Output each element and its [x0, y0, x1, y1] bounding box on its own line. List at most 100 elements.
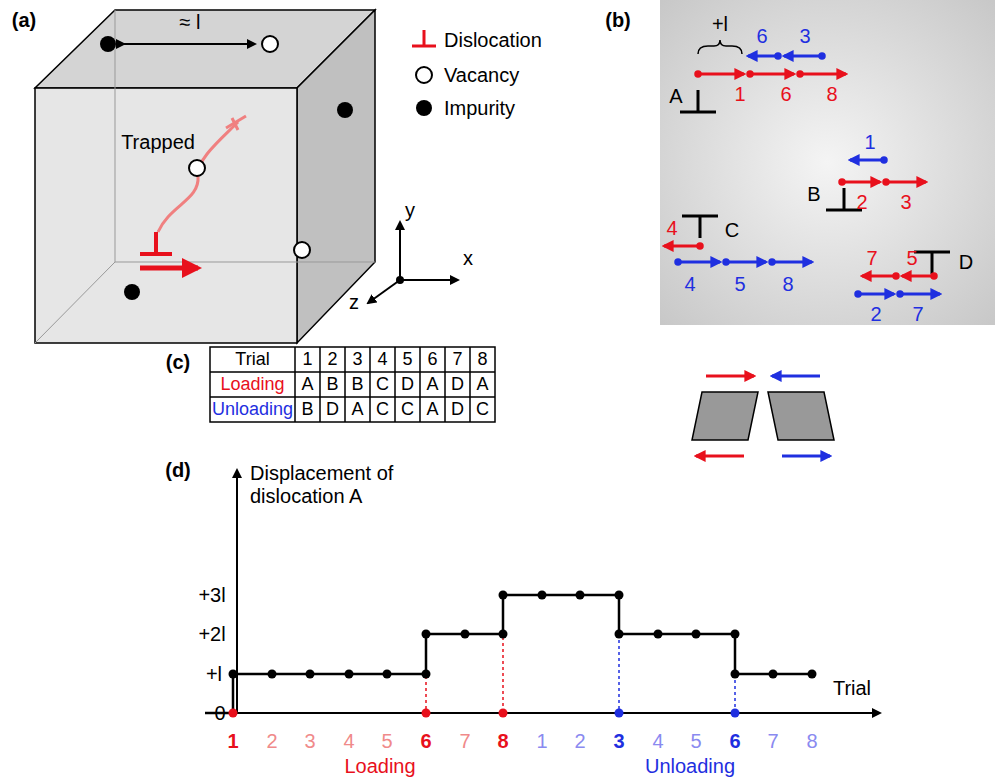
label: Trial	[833, 677, 871, 699]
label: 4	[684, 273, 695, 295]
label: B	[807, 183, 820, 205]
label: 8	[826, 83, 837, 105]
label: x	[463, 247, 473, 269]
data-point	[615, 591, 624, 600]
label: 1	[864, 131, 875, 153]
label: 6	[427, 350, 437, 370]
data-point	[383, 670, 392, 679]
label: 2	[870, 303, 881, 325]
label: D	[451, 400, 464, 420]
label: D	[959, 251, 973, 273]
label: C	[476, 400, 489, 420]
label: 5	[734, 273, 745, 295]
label: B	[301, 400, 313, 420]
data-point	[808, 670, 817, 679]
label: 6	[780, 83, 791, 105]
label: 1	[734, 83, 745, 105]
data-point	[422, 670, 431, 679]
label: Unloading	[212, 400, 293, 420]
label: Loading	[220, 375, 284, 395]
label: 3	[613, 730, 624, 752]
label: A	[476, 375, 488, 395]
label: Trial	[235, 350, 269, 370]
data-point	[731, 630, 740, 639]
data-point	[499, 591, 508, 600]
label: ≈ l	[180, 11, 201, 33]
label: 8	[782, 273, 793, 295]
data-point	[229, 709, 238, 718]
data-point	[229, 670, 238, 679]
data-point	[499, 630, 508, 639]
label: A	[669, 85, 682, 107]
label: 5	[381, 730, 392, 752]
data-point	[306, 670, 315, 679]
label: 7	[912, 303, 923, 325]
label: C	[401, 400, 414, 420]
label: A	[301, 375, 313, 395]
label: +2l	[198, 623, 225, 645]
label: 7	[452, 350, 462, 370]
data-point	[615, 630, 624, 639]
label: D	[401, 375, 414, 395]
label: Unloading	[645, 755, 735, 777]
label: Loading	[344, 755, 415, 777]
label: 8	[497, 730, 508, 752]
label: 3	[304, 730, 315, 752]
data-point	[731, 670, 740, 679]
data-point	[422, 709, 431, 718]
data-point	[576, 591, 585, 600]
label: 4	[652, 730, 663, 752]
label: A	[426, 375, 438, 395]
label: B	[351, 375, 363, 395]
label: 5	[906, 247, 917, 269]
label: 6	[420, 730, 431, 752]
label: C	[376, 400, 389, 420]
label: 5	[402, 350, 412, 370]
data-point	[692, 630, 701, 639]
label: 8	[477, 350, 487, 370]
data-point	[461, 630, 470, 639]
label: 7	[767, 730, 778, 752]
label: D	[451, 375, 464, 395]
label: 4	[377, 350, 387, 370]
label: 3	[352, 350, 362, 370]
label: B	[326, 375, 338, 395]
data-point	[731, 709, 740, 718]
data-point	[615, 709, 624, 718]
data-point	[268, 670, 277, 679]
legend-text: Impurity	[444, 97, 515, 119]
label: 4	[666, 217, 677, 239]
label: 1	[302, 350, 312, 370]
label: 7	[459, 730, 470, 752]
label: (c)	[166, 351, 190, 373]
label: A	[426, 400, 438, 420]
label: 1	[536, 730, 547, 752]
label: 0	[214, 702, 225, 724]
data-point	[769, 670, 778, 679]
label: +l	[206, 663, 222, 685]
label: 6	[756, 25, 767, 47]
label: 1	[227, 730, 238, 752]
label: z	[349, 291, 359, 313]
label: 3	[799, 25, 810, 47]
label: Displacement of dislocation A	[250, 462, 410, 508]
label: 7	[866, 247, 877, 269]
label: 6	[729, 730, 740, 752]
label: 2	[856, 191, 867, 213]
label: +l	[712, 13, 728, 35]
label: 3	[900, 191, 911, 213]
label: 8	[806, 730, 817, 752]
label: (a)	[12, 9, 36, 31]
legend-text: Dislocation	[444, 29, 542, 51]
label: 5	[690, 730, 701, 752]
data-point	[538, 591, 547, 600]
label: 2	[327, 350, 337, 370]
data-point	[654, 630, 663, 639]
label: +3l	[198, 584, 225, 606]
legend-text: Vacancy	[444, 64, 519, 86]
label: C	[725, 219, 739, 241]
label: D	[326, 400, 339, 420]
label: y	[405, 199, 415, 221]
label: 4	[343, 730, 354, 752]
